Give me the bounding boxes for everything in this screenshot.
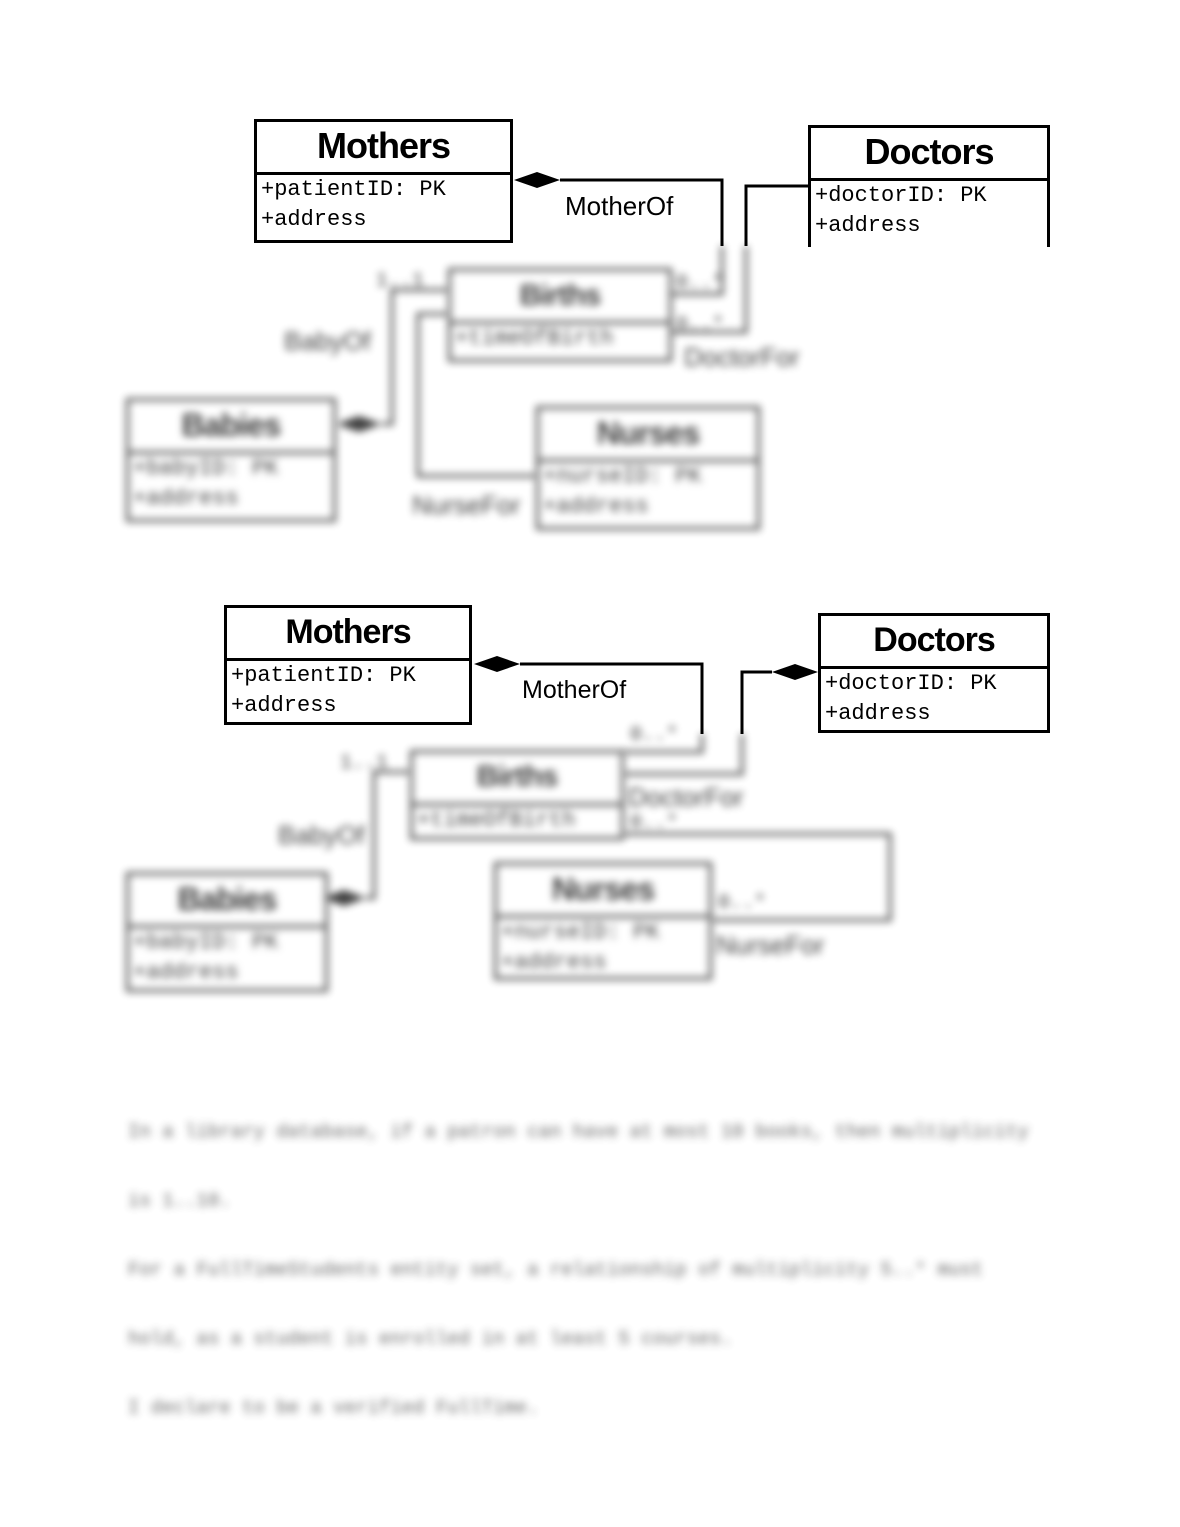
babies-class-2: Babies +babyID: PK+address [126, 872, 328, 992]
nurses-class: Nurses +nurseID: PK+address [536, 406, 760, 530]
mothers-attributes: +patientID: PK+address [261, 177, 446, 232]
doctors-class: Doctors +doctorID: PK+address [808, 125, 1050, 247]
mother-of-diamond-2 [474, 656, 520, 672]
blurred-paragraph: In a library database, if a patron can h… [128, 1121, 1029, 1419]
babies-class: Babies +babyID: PK+address [126, 398, 336, 522]
doctor-for-diamond [772, 664, 818, 680]
doctors-title: Doctors [811, 128, 1047, 181]
mothers-class-2: Mothers +patientID: PK+address [224, 605, 472, 725]
births-class: Births +timeOfBirth [448, 268, 672, 362]
mother-of-label-2: MotherOf [522, 676, 627, 704]
doctors-class-2: Doctors +doctorID: PK+address [818, 613, 1050, 733]
mother-of-label: MotherOf [565, 191, 674, 221]
mothers-class: Mothers +patientID: PK+address [254, 119, 513, 243]
births-class-2: Births +timeOfBirth [410, 750, 624, 840]
nurses-class-2: Nurses +nurseID: PK+address [494, 862, 712, 980]
doctors-attributes: +doctorID: PK+address [815, 183, 987, 238]
mother-of-diamond [514, 172, 560, 188]
mothers-title: Mothers [257, 122, 510, 175]
